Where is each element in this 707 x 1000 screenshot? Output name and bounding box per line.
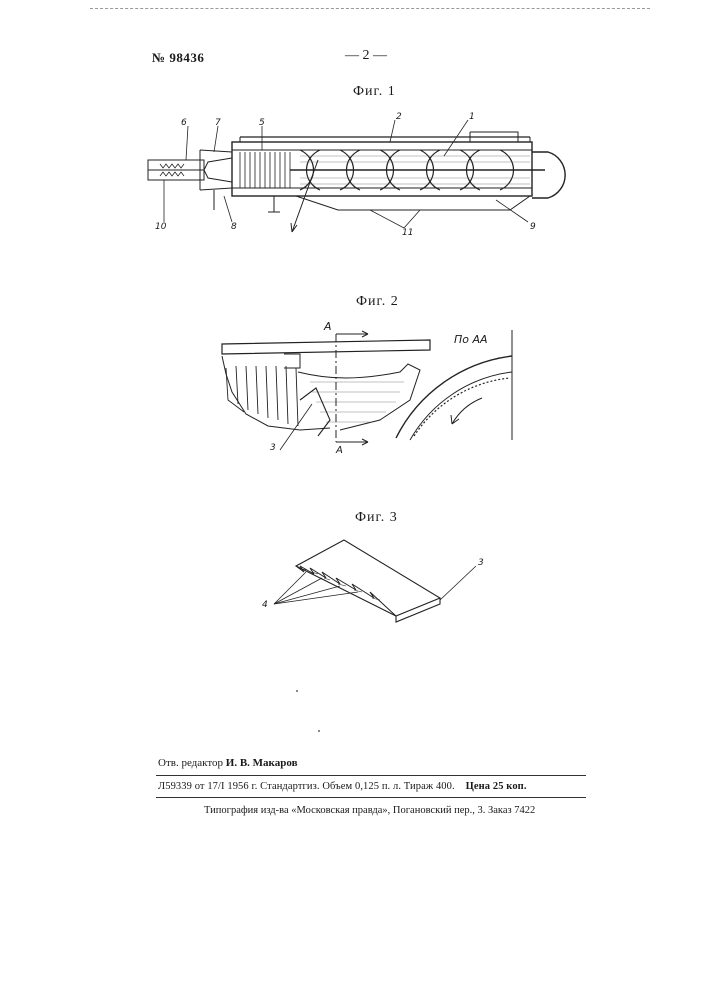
fig3-callout-4: 4 [262, 600, 268, 610]
footer-editor: Отв. редактор И. В. Макаров [158, 757, 298, 769]
footer-printer: Типография изд-ва «Московская правда», П… [204, 805, 535, 816]
editor-label: Отв. редактор [158, 757, 223, 769]
fig3-plate-top [296, 540, 440, 616]
scan-speck [318, 730, 320, 732]
scan-speck [296, 690, 298, 692]
fig3-callout-3: 3 [478, 558, 484, 568]
footer-rule-top [156, 775, 586, 776]
editor-name: И. В. Макаров [226, 757, 298, 769]
price: Цена 25 коп. [466, 781, 527, 792]
fig3-plate-front [396, 598, 440, 622]
footer-print-info: Л59339 от 17/I 1956 г. Стандартгиз. Объе… [158, 781, 527, 792]
footer-rule-bottom [156, 797, 586, 798]
print-info: Л59339 от 17/I 1956 г. Стандартгиз. Объе… [158, 781, 455, 792]
